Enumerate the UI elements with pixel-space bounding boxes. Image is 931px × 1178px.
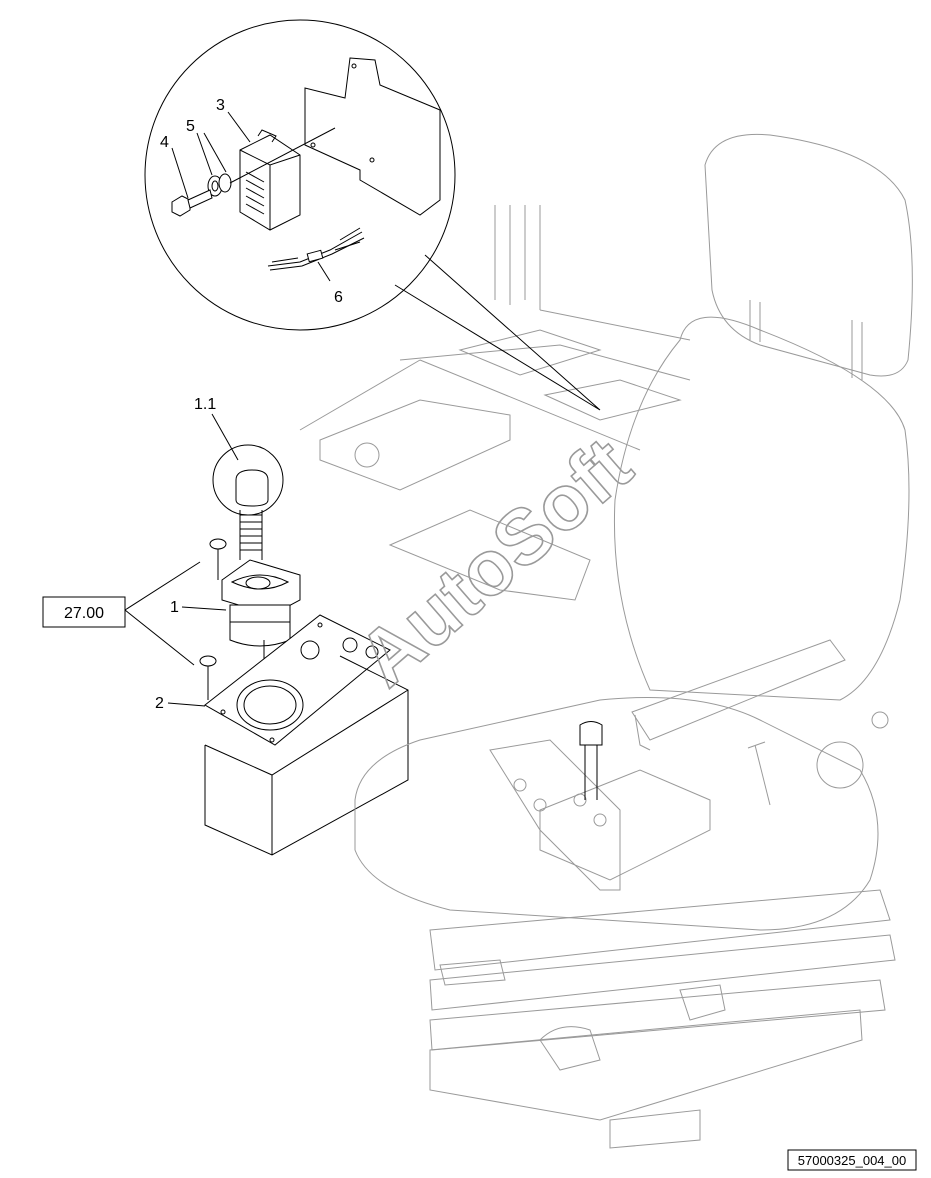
joystick-assembly [221,559,301,647]
drawing-code: 57000325_004_00 [798,1153,906,1168]
wiring-harness [267,227,365,271]
drawing-code-box: 57000325_004_00 [787,1149,917,1171]
reference-box-label: 27.00 [64,605,104,622]
cab-structure [299,205,691,451]
callout-2: 2 [155,695,164,712]
reference-box: 27.00 [42,596,126,628]
console-box [204,655,409,856]
leader-lines [124,111,331,707]
callout-5: 5 [186,118,195,135]
watermark: AutoSoft [341,420,647,702]
controller-unit [239,129,301,231]
washer [207,173,232,197]
operator-seat [319,133,913,1149]
bolt [171,189,213,217]
screws [199,538,265,700]
detail-circle-joystick [212,444,284,560]
callout-3: 3 [216,97,225,114]
callout-4: 4 [160,134,169,151]
callout-6: 6 [334,289,343,306]
assembly-line [229,127,336,184]
detail-circle-controller [144,19,601,411]
mounting-plate [204,614,391,746]
callout-1: 1 [170,599,179,616]
callout-1-1: 1.1 [194,396,216,413]
